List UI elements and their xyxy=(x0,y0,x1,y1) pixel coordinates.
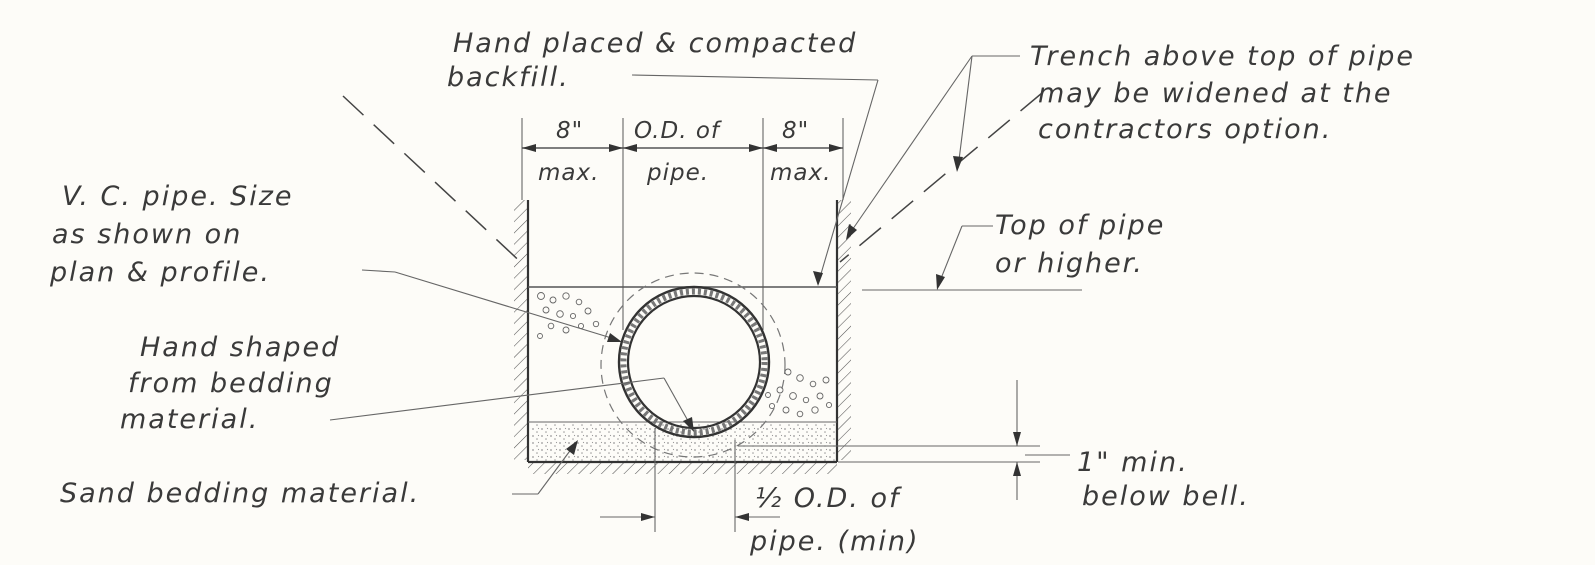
half-od-dimension xyxy=(600,428,780,532)
sand-bedding-label: Sand bedding material. xyxy=(60,478,420,509)
dim-right-value: 8" xyxy=(782,118,809,144)
trench-wall-left xyxy=(514,200,530,462)
dim-right-unit: max. xyxy=(770,160,831,186)
pipe-cross-section xyxy=(617,285,771,439)
hand-shaped-label-line2: from bedding xyxy=(128,368,334,399)
half-od-label-line1: ½ O.D. of xyxy=(755,483,902,514)
top-of-pipe-leader xyxy=(936,225,993,290)
dim-left-unit: max. xyxy=(538,160,599,186)
top-of-pipe-label-line1: Top of pipe xyxy=(995,210,1165,241)
hand-shaped-label-line3: material. xyxy=(120,404,259,435)
trench-widen-line-right xyxy=(839,92,1043,263)
hand-shaped-label-line1: Hand shaped xyxy=(140,332,340,363)
hand-shaped-leader xyxy=(329,377,694,432)
trench-label-line2: may be widened at the xyxy=(1038,78,1393,109)
vc-pipe-label-line1: V. C. pipe. Size xyxy=(62,181,294,212)
width-dimension-line xyxy=(522,144,843,152)
one-inch-label-line1: 1" min. xyxy=(1077,447,1189,478)
trench-label-line3: contractors option. xyxy=(1038,114,1332,145)
backfill-leader xyxy=(631,74,879,286)
backfill-label-line2: backfill. xyxy=(447,62,570,93)
one-inch-label-line2: below bell. xyxy=(1082,481,1250,512)
one-inch-dimension xyxy=(738,380,1070,500)
top-of-pipe-label-line2: or higher. xyxy=(995,248,1144,279)
sand-bedding-leader xyxy=(512,440,578,495)
dim-center-unit: pipe. xyxy=(646,160,709,186)
dim-center-value: O.D. of xyxy=(634,118,722,144)
pipe-bell-outline xyxy=(600,272,786,458)
trench-option-leader xyxy=(846,55,1020,240)
gravel-fill-left xyxy=(537,292,600,339)
trench-bottom xyxy=(528,460,837,474)
dim-left-value: 8" xyxy=(556,118,583,144)
half-od-label-line2: pipe. (min) xyxy=(749,526,920,557)
trench-label-line1: Trench above top of pipe xyxy=(1030,41,1415,72)
trench-widen-line-left xyxy=(342,95,528,269)
vc-pipe-leader xyxy=(361,269,622,342)
gravel-fill-right xyxy=(765,368,833,418)
vc-pipe-label-line2: as shown on xyxy=(52,219,242,250)
backfill-label-line1: Hand placed & compacted xyxy=(453,28,857,59)
vc-pipe-label-line3: plan & profile. xyxy=(49,257,271,288)
trench-wall-right xyxy=(835,200,851,462)
